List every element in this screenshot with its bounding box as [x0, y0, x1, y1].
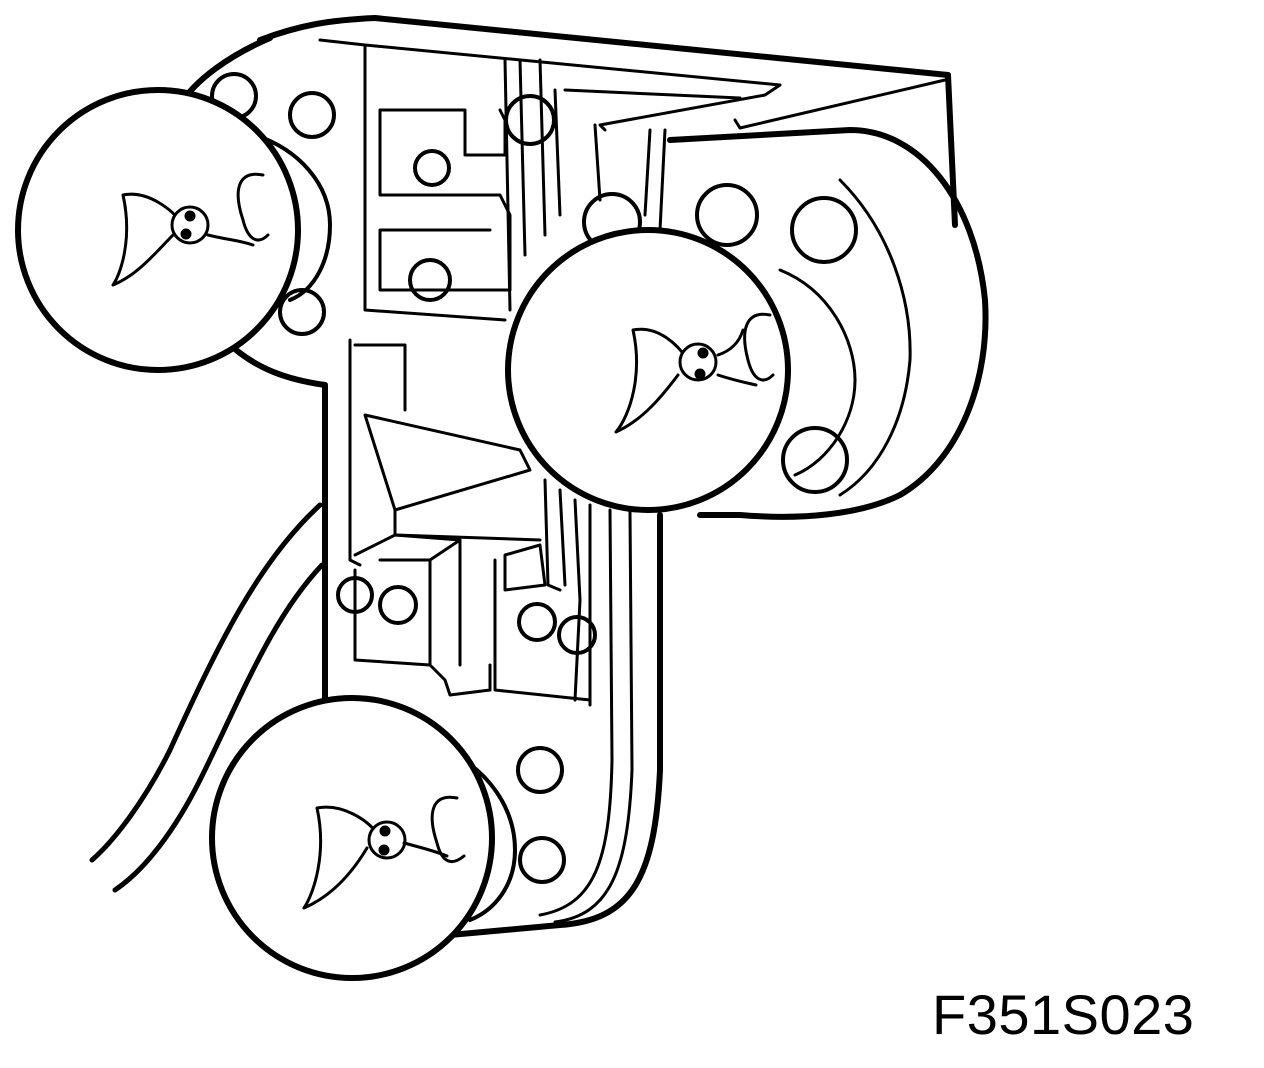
- center-switch-block: [336, 338, 597, 707]
- bulb-upper-left: [15, 87, 301, 373]
- bulb-middle-right: [505, 227, 791, 513]
- figure-code-label: F351S023: [932, 983, 1195, 1046]
- bulb-lower: [209, 695, 495, 981]
- carrier-plate: [177, 15, 958, 938]
- mounting-hole: [790, 196, 858, 264]
- wiring-harness: [89, 502, 325, 893]
- contact-tracks: [363, 43, 742, 322]
- mounting-hole: [695, 183, 759, 247]
- mounting-hole: [781, 426, 849, 494]
- right-bulb-housing: [582, 127, 989, 520]
